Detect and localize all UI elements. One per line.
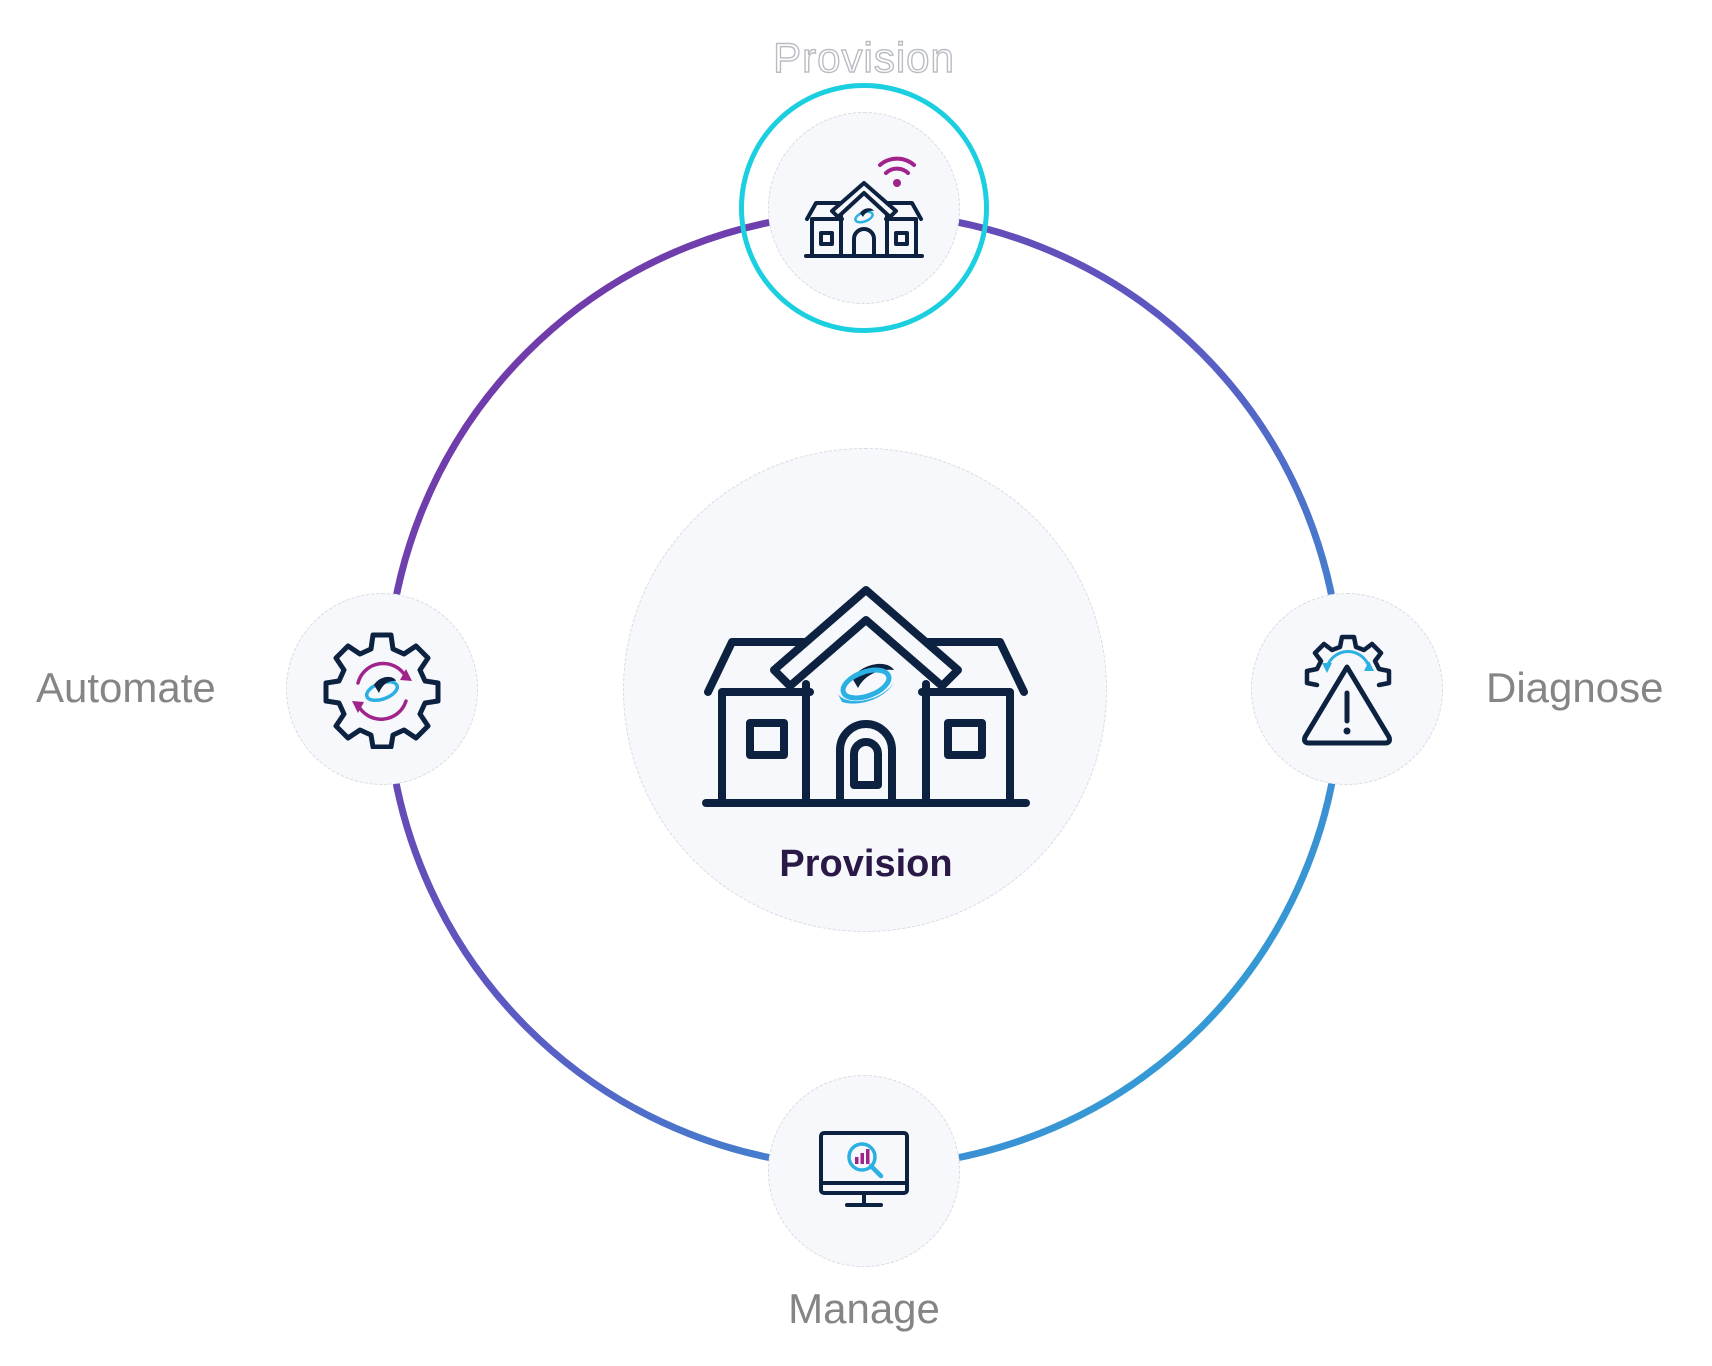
gear-sync-icon [323,632,441,749]
monitor-analytics-icon [819,1131,909,1207]
step-label-provision[interactable]: Provision [772,33,955,81]
center-title: Provision [779,843,953,885]
step-label-diagnose[interactable]: Diagnose [1486,664,1664,711]
step-label-manage[interactable]: Manage [788,1285,940,1332]
wifi-house-icon [804,156,924,258]
house-logo-icon [702,584,1030,817]
center-card: Provision [623,448,1107,932]
step-label-automate[interactable]: Automate [36,664,216,711]
step-node-provision[interactable] [768,112,960,304]
gear-warning-icon [1302,634,1392,746]
step-node-manage[interactable] [768,1075,960,1267]
step-node-automate[interactable] [286,593,478,785]
step-node-diagnose[interactable] [1251,593,1443,785]
